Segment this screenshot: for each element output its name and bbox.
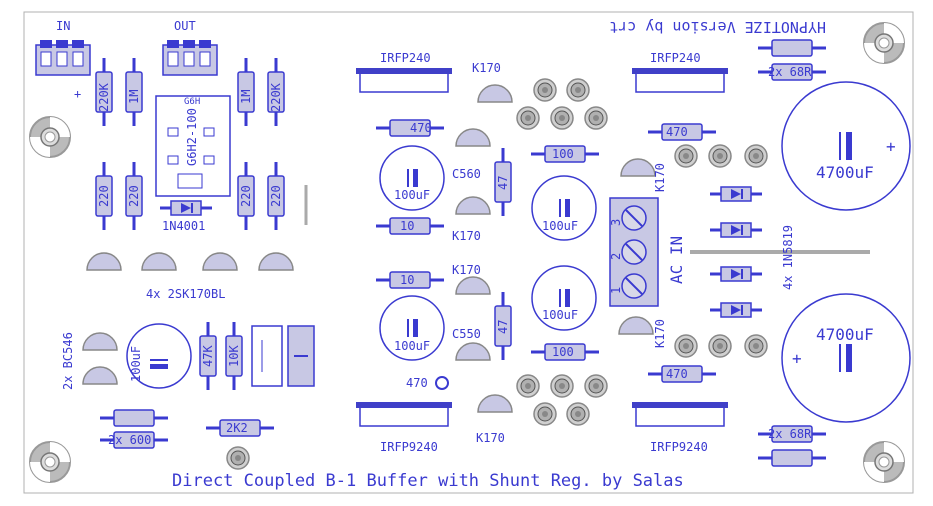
in-plus: + [74, 87, 81, 101]
cap-4700uf-top [781, 81, 911, 211]
film-cap [251, 325, 315, 387]
label-k170-1: K170 [472, 61, 501, 75]
label-100-2: 100 [552, 345, 574, 359]
led-2 [566, 78, 590, 102]
ac-in-label: AC IN [667, 236, 686, 284]
label-irfp9240-left: IRFP9240 [380, 440, 438, 454]
label-c560: C560 [452, 167, 481, 181]
cap-4700uf-bottom [781, 293, 911, 423]
label-2k2: 2K2 [226, 421, 248, 435]
label-100uf-4: 100uF [394, 339, 430, 353]
label-jfets: 4x 2SK170BL [146, 287, 225, 301]
mount-hole-bottom-left [29, 441, 71, 483]
terminal-pin-1: 1 [609, 287, 623, 294]
led-11 [674, 144, 698, 168]
label-10k: 10K [227, 345, 241, 367]
label-irfp9240-right: IRFP9240 [650, 440, 708, 454]
mirror-title: HYPNOTIZE Version by crt [609, 18, 826, 36]
label-k170-3: K170 [452, 263, 481, 277]
label-2x600: 2x 600 [108, 433, 151, 447]
label-4700uf-bottom: 4700uF [816, 325, 874, 344]
label-k170-2: K170 [452, 229, 481, 243]
led-7 [550, 374, 574, 398]
mosfet-irfp240-right [631, 67, 729, 93]
label-470-2: 470 [666, 125, 688, 139]
led-16 [744, 334, 768, 358]
label-k170-4: K170 [476, 431, 505, 445]
label-220-b: 220 [127, 185, 141, 207]
in-connector [35, 40, 91, 76]
mount-hole-bottom-right [863, 441, 905, 483]
relay-small-label: G6H [184, 97, 200, 107]
label-c550: C550 [452, 327, 481, 341]
mosfet-irfp9240-left [355, 401, 453, 427]
label-220-d: 220 [269, 185, 283, 207]
led-10 [566, 402, 590, 426]
label-irfp240-right: IRFP240 [650, 51, 701, 65]
label-10-2: 10 [400, 273, 414, 287]
label-470-trim: 470 [406, 376, 428, 390]
led-6 [516, 374, 540, 398]
led-4 [550, 106, 574, 130]
cap-4700uf-bottom-plus: + [792, 349, 802, 368]
label-470-3: 470 [666, 367, 688, 381]
terminal-pin-2: 2 [609, 253, 623, 260]
label-2x68r-bottom: 2x 68R [768, 427, 812, 441]
trimmer-470 [435, 376, 449, 390]
ac-in-terminal[interactable] [609, 197, 659, 307]
cap-4700uf-top-plus: + [886, 137, 896, 156]
led-14 [674, 334, 698, 358]
terminal-pin-3: 3 [609, 219, 623, 226]
out-connector [162, 40, 218, 76]
label-100uf-2: 100uF [542, 219, 578, 233]
label-bc546: 2x BC546 [61, 332, 75, 390]
label-220k-right: 220K [269, 82, 283, 112]
label-220k-left: 220K [97, 82, 111, 112]
label-100uf-left: 100uF [129, 346, 143, 382]
relay-label: G6H2-100 [185, 108, 199, 166]
led-1 [533, 78, 557, 102]
led-15 [708, 334, 732, 358]
board-title: Direct Coupled B-1 Buffer with Shunt Reg… [172, 471, 684, 491]
mosfet-irfp240-left [355, 67, 453, 93]
label-47-2: 47 [496, 320, 510, 334]
mount-hole-top-left [29, 116, 71, 158]
led-13 [744, 144, 768, 168]
label-47-1: 47 [496, 176, 510, 190]
label-1m-left: 1M [127, 90, 141, 104]
relay [155, 95, 231, 197]
mount-hole-top-right [863, 22, 905, 64]
label-220-c: 220 [239, 185, 253, 207]
mosfet-irfp9240-right [631, 401, 729, 427]
label-1m-right: 1M [239, 90, 253, 104]
led-5 [584, 106, 608, 130]
label-4700uf-top: 4700uF [816, 163, 874, 182]
cap-100uf-left [126, 323, 192, 389]
label-k170-6: K170 [653, 319, 667, 348]
label-1n5819: 4x 1N5819 [781, 225, 795, 290]
label-k170-5: K170 [653, 163, 667, 192]
led-8 [584, 374, 608, 398]
label-100-1: 100 [552, 147, 574, 161]
in-label: IN [56, 19, 70, 33]
led-3 [516, 106, 540, 130]
out-label: OUT [174, 19, 196, 33]
label-100uf-3: 100uF [542, 308, 578, 322]
label-220-a: 220 [97, 185, 111, 207]
label-1n4001: 1N4001 [162, 219, 205, 233]
label-47k: 47K [201, 345, 215, 367]
label-10-1: 10 [400, 219, 414, 233]
label-2x68r-top: 2x 68R [768, 65, 812, 79]
label-irfp240-left: IRFP240 [380, 51, 431, 65]
label-100uf-1: 100uF [394, 188, 430, 202]
led-9 [533, 402, 557, 426]
led-12 [708, 144, 732, 168]
trimmer-bottom [226, 446, 250, 470]
label-470-1: 470 [410, 121, 432, 135]
